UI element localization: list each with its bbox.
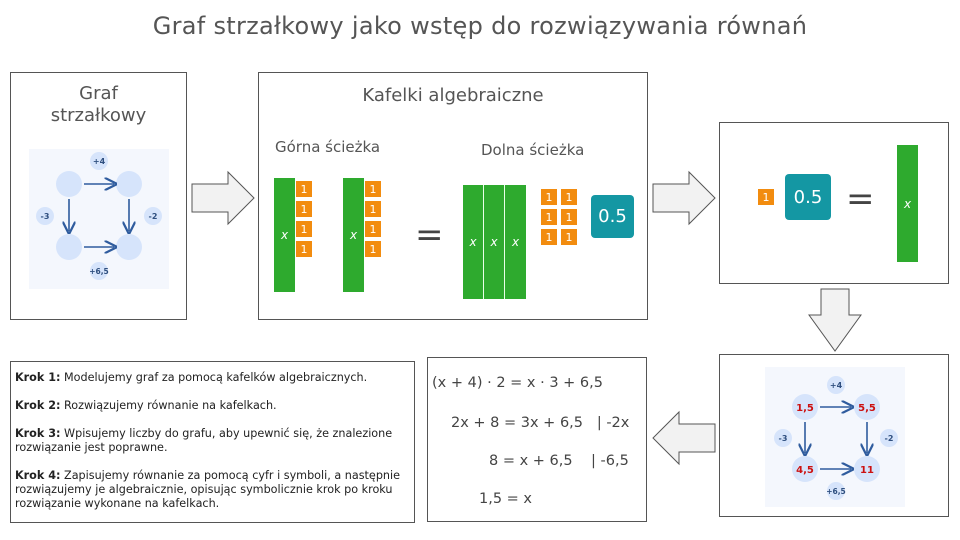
graph-node: [854, 394, 880, 420]
unit-tile: 1: [540, 188, 558, 206]
graph-node: [116, 171, 142, 197]
equals-sign: =: [846, 179, 875, 219]
step-label: Krok 4:: [15, 469, 61, 482]
unit-tile: 1: [540, 228, 558, 246]
operation-badge: [827, 376, 845, 394]
lower-path-label: Dolna ścieżka: [481, 141, 585, 159]
operation-badge: [880, 429, 898, 447]
unit-tile: 1: [757, 188, 775, 206]
operation-badge: [36, 207, 54, 225]
operation-label-right: -2: [149, 212, 158, 221]
unit-tile: 1: [560, 228, 578, 246]
node-value: 11: [860, 465, 874, 476]
x-tile: x: [463, 185, 484, 299]
step-item: Krok 2: Rozwiązujemy równanie na kafelka…: [15, 399, 412, 413]
operation-label-bottom: +6,5: [89, 267, 109, 276]
unit-tile: 1: [540, 208, 558, 226]
flow-arrow-left: [652, 410, 716, 466]
reduced-panel: 1 0.5 = x: [719, 122, 949, 284]
operation-badge: [827, 482, 845, 500]
step-item: Krok 3: Wpisujemy liczby do grafu, aby u…: [15, 427, 412, 455]
node-value: 1,5: [796, 403, 814, 414]
operation-badge: [90, 262, 108, 280]
equation-line: 1,5 = x: [479, 491, 533, 507]
operation-label-top: +4: [93, 157, 106, 166]
operation-label-top: +4: [830, 381, 843, 390]
flow-arrow-right: [652, 170, 716, 226]
x-tile: x: [505, 185, 526, 299]
half-tile: 0.5: [785, 174, 831, 220]
operation-label-bottom: +6,5: [826, 487, 846, 496]
graph-panel-title-line2: strzałkowy: [50, 105, 147, 126]
operation-badge: [774, 429, 792, 447]
unit-tile: 1: [295, 240, 313, 258]
arrow-graph: +4 -3 -2 +6,5: [29, 149, 169, 289]
upper-path-label: Górna ścieżka: [275, 138, 381, 156]
solved-graph-panel: +4 -3 -2 +6,5 1,5 5,5 4,5 11: [719, 354, 949, 517]
flow-arrow-right: [191, 170, 255, 226]
graph-node: [792, 394, 818, 420]
x-tile: x: [897, 145, 918, 262]
graph-node: [56, 234, 82, 260]
unit-tile: 1: [295, 180, 313, 198]
flow-arrow-down: [808, 288, 862, 352]
equation-line: (x + 4) · 2 = x · 3 + 6,5: [432, 375, 603, 391]
tiles-panel-title: Kafelki algebraiczne: [362, 85, 544, 106]
operation-label-right: -2: [885, 434, 894, 443]
step-text: Wpisujemy liczby do grafu, aby upewnić s…: [15, 427, 393, 454]
graph-node: [56, 171, 82, 197]
steps-panel: Krok 1: Modelujemy graf za pomocą kafelk…: [10, 361, 415, 523]
graph-node: [792, 456, 818, 482]
steps-list: Krok 1: Modelujemy graf za pomocą kafelk…: [15, 371, 412, 525]
unit-tile: 1: [364, 200, 382, 218]
graph-panel-title-line1: Graf: [79, 83, 118, 104]
step-text: Rozwiązujemy równanie na kafelkach.: [60, 399, 277, 412]
graph-node: [854, 456, 880, 482]
equation-line: 2x + 8 = 3x + 6,5 | -2x: [451, 415, 630, 431]
unit-tile: 1: [364, 240, 382, 258]
unit-tile: 1: [364, 220, 382, 238]
unit-tile: 1: [560, 188, 578, 206]
step-item: Krok 4: Zapisujemy równanie za pomocą cy…: [15, 469, 412, 511]
operation-label-left: -3: [779, 434, 788, 443]
x-tile: x: [274, 178, 295, 292]
equation-line: 8 = x + 6,5 | -6,5: [489, 453, 629, 469]
x-tile: x: [343, 178, 364, 292]
step-label: Krok 2:: [15, 399, 61, 412]
tiles-panel: Kafelki algebraiczne Górna ścieżka Dolna…: [258, 72, 648, 320]
step-text: Modelujemy graf za pomocą kafelków algeb…: [60, 371, 368, 384]
step-item: Krok 1: Modelujemy graf za pomocą kafelk…: [15, 371, 412, 385]
node-value: 5,5: [858, 403, 876, 414]
node-value: 4,5: [796, 465, 814, 476]
unit-tile: 1: [560, 208, 578, 226]
equals-sign: =: [415, 215, 444, 255]
operation-label-left: -3: [41, 212, 50, 221]
graph-node: [116, 234, 142, 260]
step-label: Krok 1:: [15, 371, 61, 384]
x-tile: x: [484, 185, 505, 299]
unit-tile: 1: [295, 220, 313, 238]
page-title: Graf strzałkowy jako wstęp do rozwiązywa…: [152, 12, 808, 40]
solved-arrow-graph: +4 -3 -2 +6,5 1,5 5,5 4,5 11: [765, 367, 905, 507]
step-label: Krok 3:: [15, 427, 61, 440]
graph-panel: Graf strzałkowy +4 -3 -2 +6,5: [10, 72, 187, 320]
unit-tile: 1: [295, 200, 313, 218]
operation-badge: [144, 207, 162, 225]
operation-badge: [90, 152, 108, 170]
step-text: Zapisujemy równanie za pomocą cyfr i sym…: [15, 469, 400, 510]
half-tile: 0.5: [591, 195, 634, 238]
unit-tile: 1: [364, 180, 382, 198]
equations-panel: (x + 4) · 2 = x · 3 + 6,5 2x + 8 = 3x + …: [427, 357, 647, 522]
